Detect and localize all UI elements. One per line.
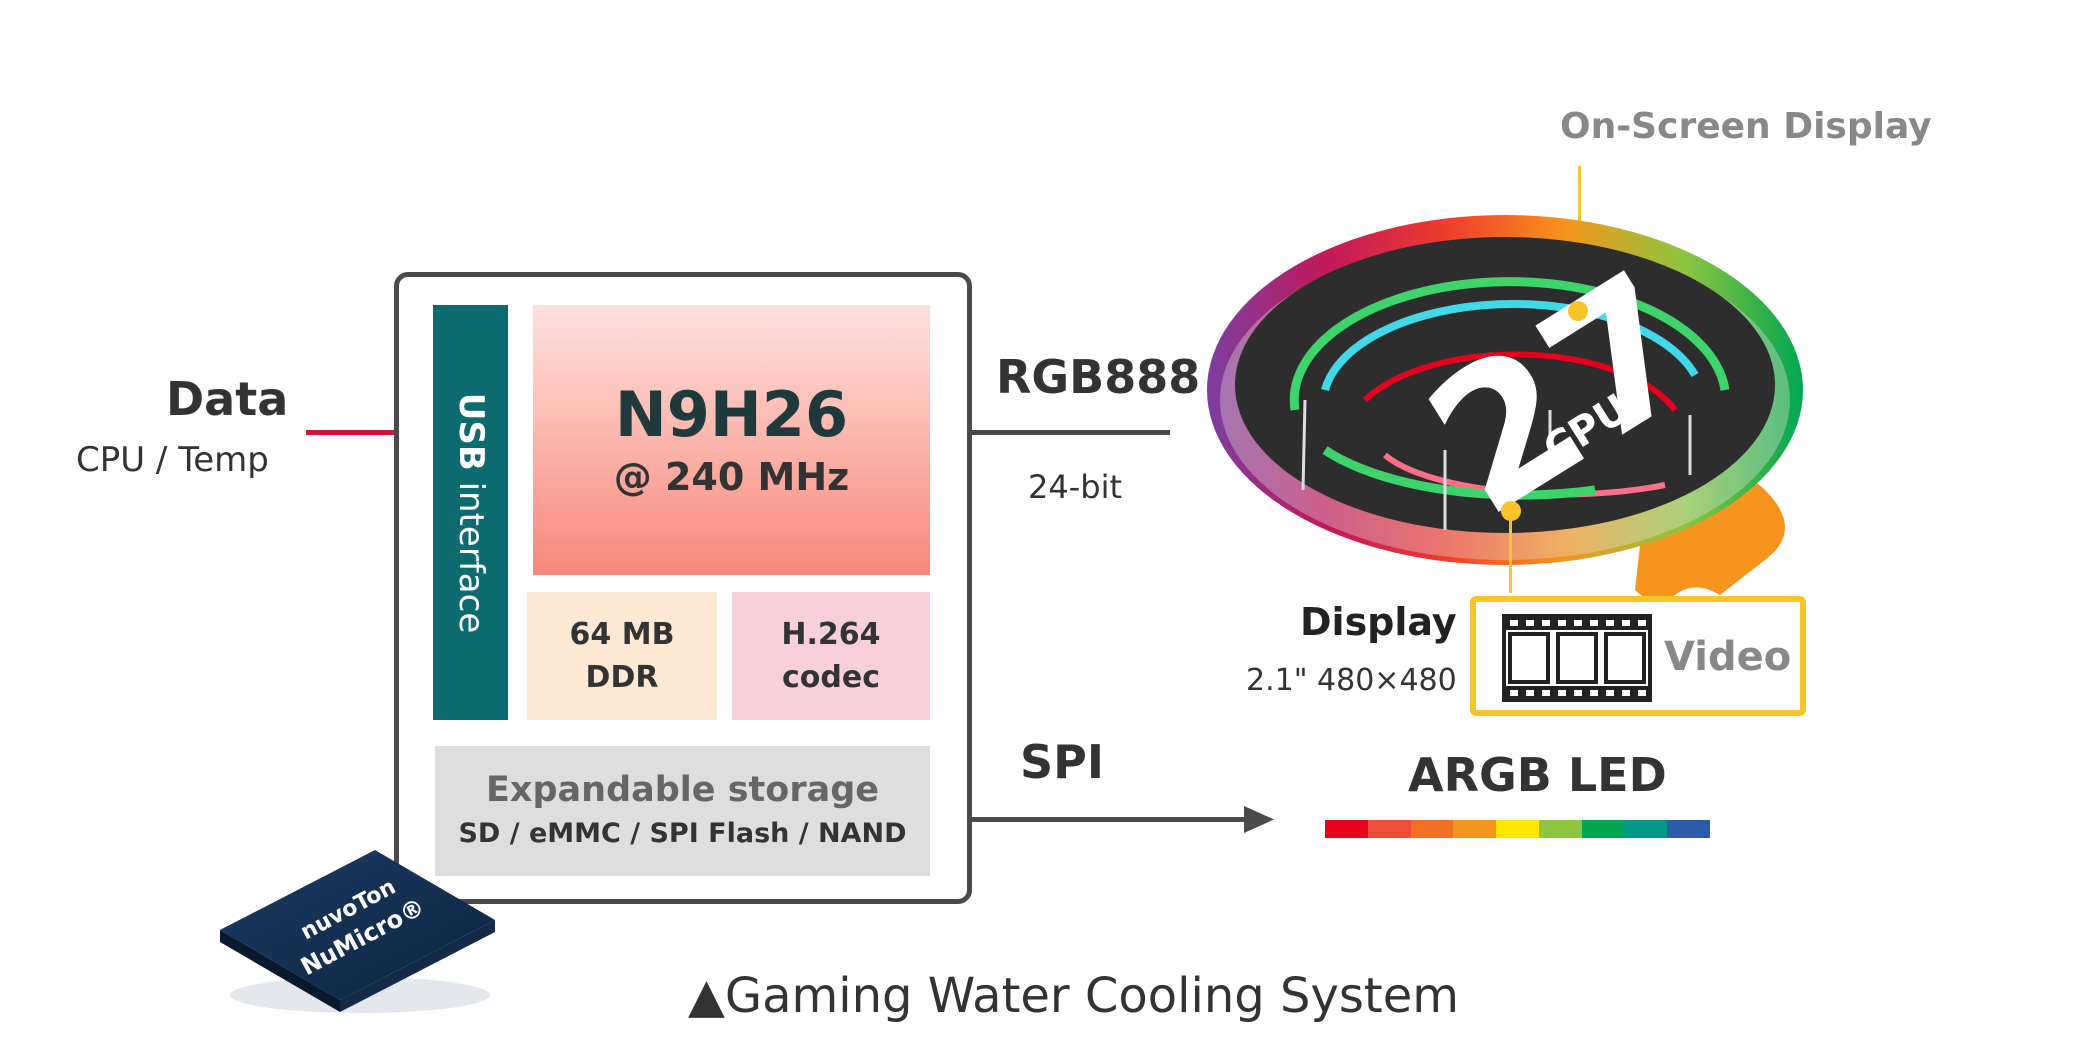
spi-label: SPI	[1020, 735, 1104, 789]
video-label: Video	[1664, 634, 1792, 680]
usb-interface-label: USB interface	[433, 305, 508, 720]
codec-block: H.264 codec	[732, 592, 930, 720]
data-subtitle: CPU / Temp	[76, 440, 269, 480]
storage-title: Expandable storage	[486, 770, 879, 811]
argb-led-segment	[1410, 820, 1454, 838]
rgb888-line	[972, 430, 1170, 435]
argb-led-segment	[1624, 820, 1668, 838]
film-strip-icon	[1502, 614, 1652, 702]
display-title: Display	[1300, 600, 1457, 644]
argb-led-segment	[1538, 820, 1582, 838]
codec-name: H.264	[781, 616, 881, 652]
storage-types: SD / eMMC / SPI Flash / NAND	[458, 818, 907, 850]
cpu-block: N9H26 @ 240 MHz	[533, 305, 930, 575]
numicro-chip-image: nuvoTon NuMicro®	[220, 850, 495, 1013]
argb-led-strip	[1325, 820, 1711, 838]
argb-led-segment	[1581, 820, 1625, 838]
argb-led-segment	[1325, 820, 1368, 838]
storage-block: Expandable storage SD / eMMC / SPI Flash…	[435, 746, 930, 876]
display-spec: 2.1" 480×480	[1246, 663, 1457, 698]
codec-label: codec	[782, 660, 880, 695]
argb-led-label: ARGB LED	[1408, 748, 1667, 802]
rgb888-bits: 24-bit	[1028, 468, 1123, 506]
round-display-image: 27 CPU	[1207, 215, 1803, 600]
video-pointer-line	[1509, 520, 1512, 593]
caption: ▲Gaming Water Cooling System	[688, 968, 1459, 1024]
argb-led-segment	[1453, 820, 1497, 838]
usb-label: USB	[450, 392, 491, 471]
cpu-frequency: @ 240 MHz	[613, 455, 850, 500]
cpu-name: N9H26	[614, 377, 849, 451]
spi-arrow	[972, 806, 1274, 833]
ddr-block: 64 MB DDR	[527, 592, 717, 720]
rgb888-label: RGB888	[996, 350, 1201, 404]
data-link-line	[306, 430, 456, 435]
ddr-size: 64 MB	[569, 616, 675, 652]
interface-label: interface	[450, 481, 491, 633]
ddr-type: DDR	[585, 660, 659, 695]
argb-led-segment	[1367, 820, 1411, 838]
argb-led-segment	[1667, 820, 1711, 838]
argb-led-segment	[1496, 820, 1539, 838]
osd-label: On-Screen Display	[1560, 106, 1932, 147]
usb-interface-block	[433, 305, 508, 720]
data-title: Data	[166, 372, 289, 426]
